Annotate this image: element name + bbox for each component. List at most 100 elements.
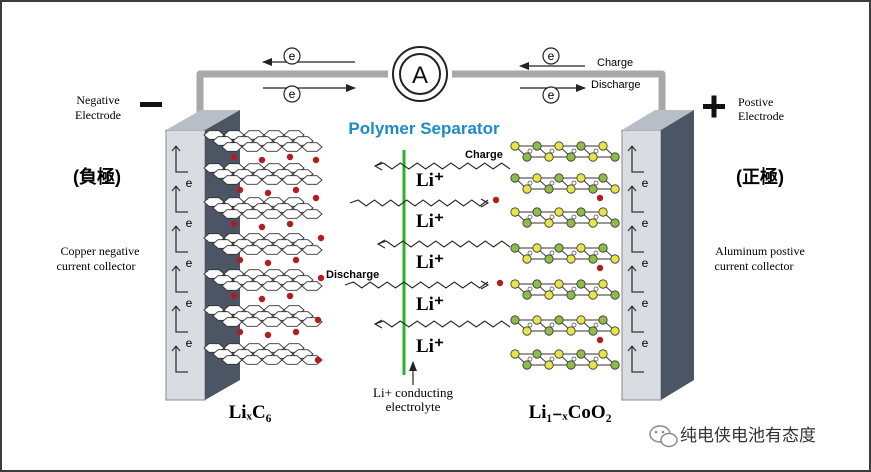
oxide-atom: [544, 254, 554, 264]
oxygen-atom: [527, 356, 533, 362]
positive-electrode-label-line1: Postive: [738, 95, 773, 109]
copper-collector-line2: current collector: [57, 259, 136, 273]
oxygen-atom: [593, 322, 599, 328]
oxide-atom: [610, 290, 620, 300]
electron-symbol: e: [186, 336, 193, 350]
oxide-atom: [554, 141, 564, 151]
oxide-atom: [554, 173, 564, 183]
oxide-atom: [532, 315, 542, 325]
graphite-hexagon: [241, 245, 263, 255]
graphite-hexagon: [261, 281, 283, 291]
lithium-atom: [596, 194, 604, 202]
oxide-atom: [510, 315, 520, 325]
lithium-atom: [496, 279, 504, 287]
collector-bracket: [175, 306, 188, 333]
oxide-atom: [532, 279, 542, 289]
graphite-hexagon: [281, 142, 303, 152]
lithium-atom: [258, 156, 266, 164]
oxide-atom: [544, 326, 554, 336]
lithium-atom: [264, 331, 272, 339]
ion-arrowhead: [373, 319, 383, 329]
lithium-atom: [292, 328, 300, 336]
collector-bracket: [631, 226, 644, 253]
oxide-layer: [510, 279, 620, 300]
collector-arrow: [171, 145, 181, 152]
electron-symbol: e: [186, 256, 193, 270]
copper-collector-line1: Copper negative: [61, 244, 140, 258]
oxide-atom: [544, 184, 554, 194]
graphite-hexagon: [241, 317, 263, 327]
electron-symbol: e: [186, 216, 193, 230]
collector-bracket: [631, 266, 644, 293]
electron-symbol: e: [642, 296, 649, 310]
graphite-hexagon: [301, 281, 323, 291]
graphite-hexagon: [261, 209, 283, 219]
graphite-hexagon: [281, 245, 303, 255]
oxide-atom: [532, 207, 542, 217]
oxygen-atom: [549, 180, 555, 186]
lithium-atom: [230, 220, 238, 228]
lithium-atom: [312, 156, 320, 164]
electrolyte-label-line2: electrolyte: [386, 399, 441, 414]
lithium-ion-label: Li⁺: [416, 294, 444, 315]
oxide-atom: [610, 152, 620, 162]
graphite-hexagon: [301, 209, 323, 219]
oxide-layer: [510, 207, 620, 228]
graphite-hexagon: [301, 142, 323, 152]
cobalt-oxide-cathode-layers: [492, 141, 620, 370]
oxygen-atom: [549, 356, 555, 362]
graphite-hexagon: [281, 281, 303, 291]
ion-path: [344, 281, 489, 289]
oxygen-atom: [571, 180, 577, 186]
graphite-sheet: [203, 269, 323, 291]
oxide-atom: [522, 152, 532, 162]
lithium-atom: [230, 292, 238, 300]
oxide-atom: [544, 218, 554, 228]
lithium-atom: [264, 259, 272, 267]
oxygen-atom: [571, 250, 577, 256]
graphite-sheet: [203, 130, 323, 152]
cathode-formula: Li₁₋ₓCoO₂: [529, 402, 612, 423]
oxide-atom: [576, 243, 586, 253]
collector-bracket: [631, 346, 644, 373]
oxide-atom: [554, 279, 564, 289]
collector-bracket: [631, 306, 644, 333]
oxide-atom: [522, 184, 532, 194]
collector-arrow: [171, 305, 181, 312]
ion-path: [377, 240, 511, 248]
electron-symbol: e: [548, 88, 555, 102]
graphite-hexagon: [221, 142, 243, 152]
graphite-hexagon: [261, 142, 283, 152]
oxide-atom: [598, 173, 608, 183]
ion-arrowhead: [480, 280, 490, 290]
oxide-atom: [576, 173, 586, 183]
oxide-layer: [510, 349, 620, 370]
collector-arrow: [627, 225, 637, 232]
negative-electrode-label-line1: Negative: [76, 93, 119, 107]
wechat-icon: [649, 425, 678, 448]
oxygen-atom: [593, 214, 599, 220]
graphite-hexagon: [221, 245, 243, 255]
oxide-atom: [566, 254, 576, 264]
electron-symbol: e: [548, 49, 555, 63]
ammeter-label: A: [412, 62, 428, 89]
oxygen-atom: [593, 180, 599, 186]
electrolyte-label-line1: Li+ conducting: [373, 385, 453, 400]
graphite-sheet: [203, 343, 323, 365]
oxide-atom: [610, 184, 620, 194]
graphite-hexagon: [241, 281, 263, 291]
oxide-atom: [522, 218, 532, 228]
graphite-hexagon: [301, 175, 323, 185]
oxide-atom: [566, 218, 576, 228]
oxide-atom: [544, 290, 554, 300]
oxygen-atom: [549, 148, 555, 154]
oxide-atom: [510, 173, 520, 183]
oxygen-atom: [527, 180, 533, 186]
graphite-hexagon: [241, 209, 263, 219]
lithium-atom: [292, 256, 300, 264]
lithium-atom: [292, 186, 300, 194]
oxide-atom: [588, 290, 598, 300]
oxide-atom: [566, 152, 576, 162]
